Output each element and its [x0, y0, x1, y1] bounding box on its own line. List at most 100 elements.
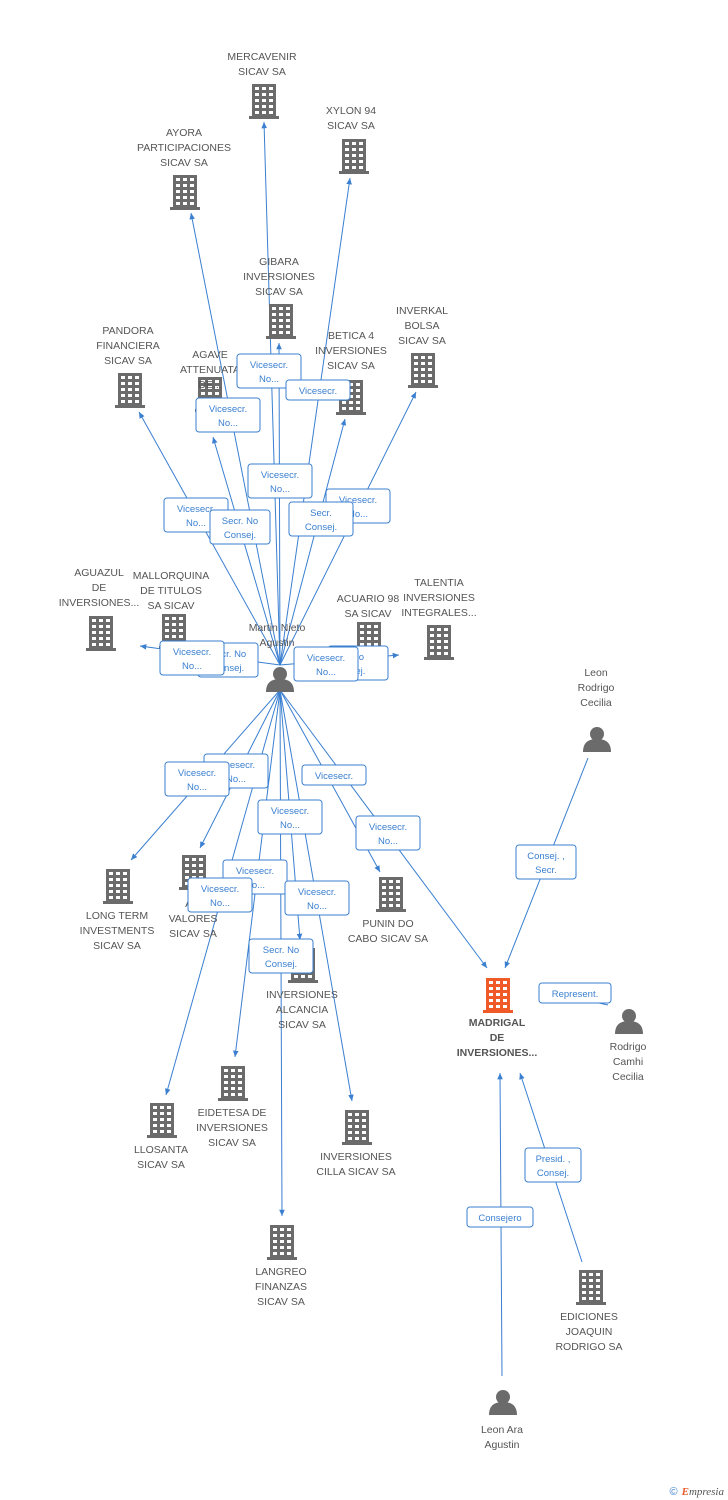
- role-label-r_mercavenir[interactable]: Vicesecr.No...: [247, 463, 313, 499]
- node-label: SICAV SA: [327, 120, 375, 132]
- role-text: Vicesecr.: [178, 768, 216, 779]
- building-icon: [576, 1270, 606, 1305]
- node-label: INVERSIONES: [196, 1122, 268, 1134]
- role-text: Vicesecr.: [217, 760, 255, 771]
- role-label-r_llosanta[interactable]: Vicesecr.No...: [187, 877, 253, 913]
- node-madrigal[interactable]: MADRIGALDEINVERSIONES...: [457, 978, 538, 1059]
- role-label-r_punin[interactable]: Vicesecr.No...: [355, 815, 421, 851]
- building-icon: [147, 1103, 177, 1138]
- role-label-r_alcancia[interactable]: Secr. No Consej.: [248, 938, 314, 974]
- node-label: SICAV SA: [160, 157, 208, 169]
- role-text: Vicesecr.: [250, 360, 288, 371]
- node-label: INVESTMENTS: [80, 925, 155, 937]
- role-text: Consej.: [265, 959, 297, 970]
- node-label: MERCAVENIR: [227, 51, 297, 63]
- role-label-r_cilla[interactable]: Vicesecr.No...: [284, 880, 350, 916]
- node-label: Rodrigo: [578, 682, 615, 694]
- role-text: Vicesecr.: [271, 806, 309, 817]
- node-label: Cecilia: [612, 1071, 644, 1083]
- building-icon: [342, 1110, 372, 1145]
- role-label-r_agave[interactable]: Vicesecr.No...: [195, 397, 261, 433]
- node-label: DE TITULOS: [140, 585, 202, 597]
- node-label: SICAV SA: [278, 1019, 326, 1031]
- building-icon: [249, 84, 279, 119]
- role-label-r_ediciones[interactable]: Presid. ,Consej.: [524, 1147, 582, 1183]
- node-label: ATTENUATA: [180, 364, 240, 376]
- node-label: FINANZAS: [255, 1281, 307, 1293]
- building-icon: [86, 616, 116, 651]
- node-label: INVERSIONES: [403, 592, 475, 604]
- role-label-r_betica[interactable]: Secr.Consej.: [288, 501, 354, 537]
- role-text: No...: [348, 509, 368, 520]
- node-label: Leon Ara: [481, 1424, 523, 1436]
- node-label: SICAV SA: [104, 355, 152, 367]
- role-label-r_xylon[interactable]: Vicesecr.: [285, 379, 351, 401]
- role-text: Secr. No: [263, 945, 299, 956]
- role-text: Presid. ,: [536, 1154, 571, 1165]
- node-label: INTEGRALES...: [401, 607, 476, 619]
- role-text: No...: [187, 782, 207, 793]
- node-label: BETICA 4: [328, 330, 374, 342]
- role-label-r_madrigal_m[interactable]: Vicesecr.: [301, 764, 367, 786]
- role-text: Vicesecr.: [236, 866, 274, 877]
- role-text: Vicesecr.: [261, 470, 299, 481]
- node-label: SA SICAV: [147, 600, 194, 612]
- building-icon: [424, 625, 454, 660]
- node-label: INVERSIONES: [243, 271, 315, 283]
- node-label: Agustin: [484, 1439, 519, 1451]
- role-label-r_leonara[interactable]: Consejero: [466, 1206, 534, 1228]
- footer-brand: ©Empresia: [670, 1486, 725, 1498]
- role-label-r_talentia[interactable]: Vicesecr.No...: [293, 646, 359, 682]
- node-label: PUNIN DO: [362, 918, 413, 930]
- node-label: LONG TERM: [86, 910, 148, 922]
- role-label-r_leonrodrigo[interactable]: Consej. ,Secr.: [515, 844, 577, 880]
- role-text: No...: [280, 820, 300, 831]
- node-label: SICAV SA: [398, 335, 446, 347]
- role-label-r_aguazul[interactable]: Vicesecr.No...: [159, 640, 225, 676]
- role-text: Vicesecr.: [369, 822, 407, 833]
- role-text: Represent.: [552, 989, 598, 1000]
- node-talentia[interactable]: TALENTIA INVERSIONES INTEGRALES...: [401, 577, 477, 660]
- person-icon: [615, 1009, 643, 1034]
- node-mallorquina[interactable]: MALLORQUINA DE TITULOS SA SICAV: [133, 570, 209, 649]
- role-label-r_langreo[interactable]: Vicesecr. No...: [257, 799, 323, 835]
- role-label-r_camhi[interactable]: Represent.: [538, 982, 612, 1004]
- node-label: INVERSIONES: [266, 989, 338, 1001]
- role-text: No...: [245, 880, 265, 891]
- node-label: MALLORQUINA: [133, 570, 209, 582]
- node-label: FINANCIERA: [96, 340, 160, 352]
- node-label: TALENTIA: [414, 577, 463, 589]
- building-icon: [483, 978, 513, 1013]
- node-label: BOLSA: [404, 320, 439, 332]
- role-label-r_gibara[interactable]: Vicesecr.No...: [236, 353, 302, 389]
- node-label: DE: [92, 582, 107, 594]
- node-aguazul[interactable]: AGUAZULDEINVERSIONES...: [59, 567, 140, 651]
- role-text: No...: [226, 774, 246, 785]
- edge-martin-gibara: [276, 342, 282, 666]
- node-label: SA SICAV: [344, 608, 391, 620]
- person-icon: [266, 667, 294, 692]
- role-label-r_longterm[interactable]: Vicesecr. No...: [164, 761, 230, 797]
- node-label: AGAVE: [192, 349, 227, 361]
- building-icon: [408, 353, 438, 388]
